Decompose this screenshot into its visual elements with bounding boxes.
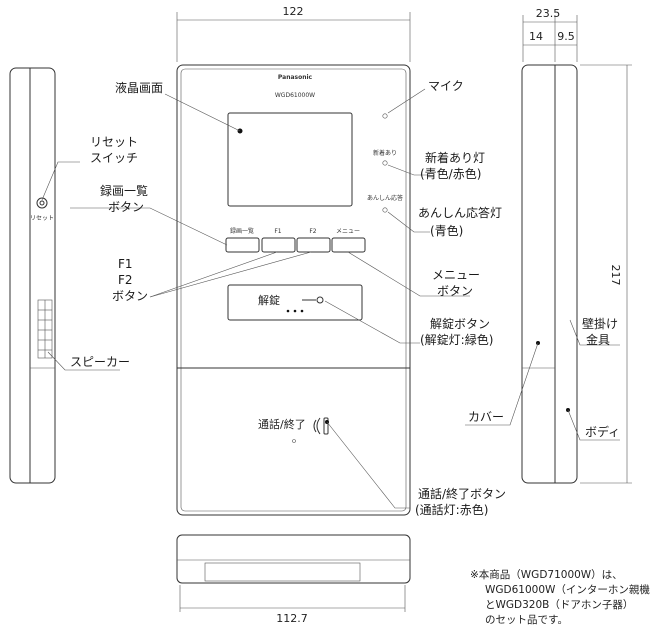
width-value: 122 <box>283 5 304 18</box>
bottom-view: 112.7 <box>176 534 411 625</box>
label-record-button: ボタン <box>108 200 144 214</box>
label-f2: F2 <box>118 273 133 287</box>
left-side-view: リセット <box>9 67 56 484</box>
anshin-text: あんしん応答 <box>367 194 403 202</box>
label-talk: 通話/終了ボタン <box>418 486 506 501</box>
unlock-button[interactable] <box>227 284 363 321</box>
label-cover: カバー <box>468 410 504 424</box>
height-value: 217 <box>609 265 622 286</box>
note-line: とWGD320B（ドアホン子器） <box>485 599 633 611</box>
record-list-button[interactable] <box>225 237 260 253</box>
note-line: WGD61000W（インターホン親機） <box>485 583 650 596</box>
bottom-width-value: 112.7 <box>276 612 308 625</box>
brand-logo: Panasonic <box>278 74 313 81</box>
label-wall-bracket: 壁掛け <box>582 316 618 331</box>
note-line: ※本商品（WGD71000W）は、 <box>470 568 623 581</box>
talk-lamp[interactable] <box>292 439 296 443</box>
label-menu-button: ボタン <box>437 284 473 298</box>
note-line: のセット品です。 <box>485 614 568 626</box>
menu-button[interactable] <box>331 237 366 253</box>
width-dimension: 122 <box>176 5 411 62</box>
mic-hole <box>382 113 388 119</box>
label-f1: F1 <box>118 257 133 271</box>
f1-button[interactable] <box>261 237 296 253</box>
label-reset-switch: スイッチ <box>90 151 138 165</box>
depth-b-value: 9.5 <box>557 30 575 43</box>
model-label: WGD61000W <box>275 92 315 99</box>
f1-text: F1 <box>274 228 281 235</box>
label-anshin-color: (青色) <box>430 224 463 238</box>
label-unlock-color: (解錠灯:緑色) <box>420 332 493 347</box>
label-unlock: 解錠ボタン <box>430 316 490 331</box>
set-note: ※本商品（WGD71000W）は、 WGD61000W（インターホン親機） とW… <box>470 568 650 626</box>
label-body: ボディ <box>585 424 620 439</box>
front-view: Panasonic WGD61000W 新着あり あんしん応答 録画一覧 F1 … <box>176 64 411 516</box>
label-mic: マイク <box>428 79 464 93</box>
menu-text: メニュー <box>336 228 360 235</box>
label-talk-color: (通話灯:赤色) <box>415 502 488 517</box>
right-side-view: 23.5 14 9.5 217 <box>521 7 632 484</box>
label-reset: リセット <box>90 135 138 149</box>
label-lcd: 液晶画面 <box>115 80 163 95</box>
handset-icon <box>313 417 329 435</box>
talk-text: 通話/終了 <box>258 417 306 431</box>
label-wall-bracket-2: 金具 <box>586 332 610 347</box>
depth-value: 23.5 <box>536 7 561 20</box>
label-record-list: 録画一覧 <box>100 183 148 198</box>
unlock-text: 解錠 <box>258 293 280 307</box>
lcd-screen <box>227 112 353 207</box>
label-new-lamp-color: (青色/赤色) <box>420 167 481 181</box>
new-arrival-text: 新着あり <box>373 149 397 157</box>
depth-a-value: 14 <box>529 30 543 43</box>
record-list-text: 録画一覧 <box>230 227 254 235</box>
new-arrival-lamp <box>382 160 388 166</box>
f2-text: F2 <box>309 228 316 235</box>
label-menu: メニュー <box>432 268 480 282</box>
label-anshin-lamp: あんしん応答灯 <box>418 205 502 220</box>
anshin-lamp <box>382 207 388 213</box>
f2-button[interactable] <box>296 237 331 253</box>
speaker-grille <box>37 299 53 359</box>
label-new-lamp: 新着あり灯 <box>425 150 485 165</box>
label-f-button: ボタン <box>112 289 148 303</box>
reset-small-text: リセット <box>30 215 54 222</box>
callouts: 液晶画面 マイク 新着あり灯 (青色/赤色) あんしん応答灯 (青色) リセット… <box>41 79 620 517</box>
label-speaker: スピーカー <box>70 355 130 369</box>
